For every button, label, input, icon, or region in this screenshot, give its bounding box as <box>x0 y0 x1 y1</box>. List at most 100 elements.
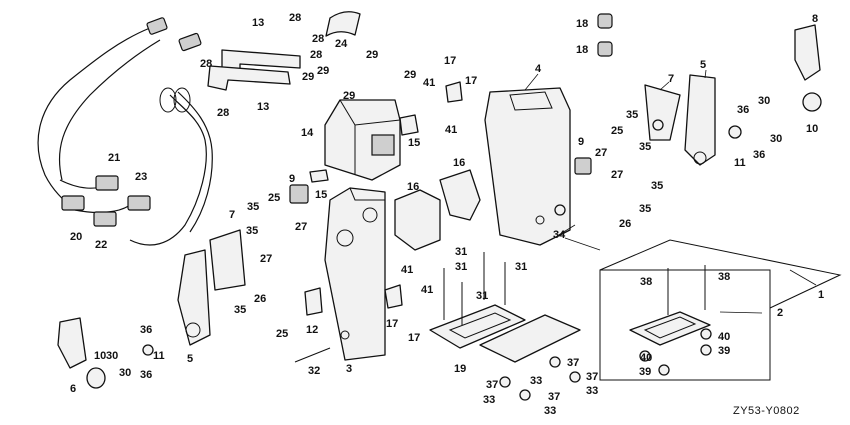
lever-arm-7-left <box>177 229 246 346</box>
callout-33: 33 <box>483 394 495 406</box>
callout-29: 29 <box>317 65 329 77</box>
lever-arm-7-right <box>644 74 716 166</box>
nuts-washers <box>499 328 712 401</box>
callout-41: 41 <box>445 124 457 136</box>
callout-31: 31 <box>515 261 527 273</box>
callout-35: 35 <box>247 201 259 213</box>
leader-lines <box>524 69 817 314</box>
callout-3: 3 <box>346 363 352 375</box>
callout-35: 35 <box>639 141 651 153</box>
housing-cover-14 <box>324 99 401 181</box>
callout-37: 37 <box>586 371 598 383</box>
gear-plate-16 <box>394 189 441 251</box>
callout-5: 5 <box>187 353 193 365</box>
callout-25: 25 <box>276 328 288 340</box>
callout-5: 5 <box>700 59 706 71</box>
callout-labels: 1 2 3 4 5 5 6 7 7 8 9 9 10 10 11 11 12 1… <box>70 12 824 417</box>
callout-39: 39 <box>718 345 730 357</box>
callout-18: 18 <box>576 18 588 30</box>
callout-23: 23 <box>135 171 147 183</box>
callout-33: 33 <box>586 385 598 397</box>
callout-35: 35 <box>651 180 663 192</box>
callout-25: 25 <box>611 125 623 137</box>
callout-6: 6 <box>70 383 76 395</box>
callout-20: 20 <box>70 231 82 243</box>
callout-9: 9 <box>289 173 295 185</box>
callout-16: 16 <box>407 181 419 193</box>
callout-31: 31 <box>476 290 488 302</box>
callout-38: 38 <box>640 276 652 288</box>
callout-24: 24 <box>335 38 348 50</box>
callout-11: 11 <box>734 157 746 169</box>
kit-2-frame <box>599 239 842 381</box>
callout-10: 10 <box>806 123 818 135</box>
callout-16: 16 <box>453 157 465 169</box>
callout-37: 37 <box>486 379 498 391</box>
callout-26: 26 <box>254 293 266 305</box>
callout-33: 33 <box>544 405 556 417</box>
callout-27: 27 <box>295 221 307 233</box>
callout-15: 15 <box>315 189 327 201</box>
callout-41: 41 <box>423 77 435 89</box>
callout-31: 31 <box>455 246 467 258</box>
callout-41: 41 <box>421 284 433 296</box>
callout-13: 13 <box>252 17 264 29</box>
callout-2: 2 <box>777 307 783 319</box>
callout-12: 12 <box>306 324 318 336</box>
callout-7: 7 <box>668 73 674 85</box>
callout-7: 7 <box>229 209 235 221</box>
callout-27: 27 <box>611 169 623 181</box>
callout-28: 28 <box>289 12 301 24</box>
callout-15: 15 <box>408 137 420 149</box>
callout-11: 11 <box>153 350 165 362</box>
callout-25: 25 <box>268 192 280 204</box>
callout-30: 30 <box>770 133 782 145</box>
callout-18: 18 <box>576 44 588 56</box>
callout-29: 29 <box>404 69 416 81</box>
callout-33: 33 <box>530 375 542 387</box>
callout-22: 22 <box>95 239 107 251</box>
callout-17: 17 <box>465 75 477 87</box>
callout-29: 29 <box>343 90 355 102</box>
gasket-19 <box>429 304 581 363</box>
callout-32: 32 <box>308 365 320 377</box>
callout-34: 34 <box>553 229 566 241</box>
callout-39: 39 <box>639 366 651 378</box>
callout-35: 35 <box>246 225 258 237</box>
callout-17: 17 <box>408 332 420 344</box>
callout-36: 36 <box>140 324 152 336</box>
callout-21: 21 <box>108 152 120 164</box>
callout-17: 17 <box>386 318 398 330</box>
callout-28: 28 <box>217 107 229 119</box>
callout-10: 10 <box>94 350 106 362</box>
callout-26: 26 <box>619 218 631 230</box>
back-cover-4 <box>484 87 571 246</box>
ring-10-left <box>86 367 106 389</box>
callout-37: 37 <box>548 391 560 403</box>
callout-41: 41 <box>401 264 413 276</box>
callout-36: 36 <box>737 104 749 116</box>
callout-27: 27 <box>595 147 607 159</box>
callout-28: 28 <box>200 58 212 70</box>
callout-35: 35 <box>639 203 651 215</box>
callout-29: 29 <box>302 71 314 83</box>
cover-plate-16 <box>439 169 481 221</box>
bracket-13 <box>207 49 301 91</box>
callout-37: 37 <box>567 357 579 369</box>
callout-4: 4 <box>535 63 542 75</box>
callout-38: 38 <box>718 271 730 283</box>
diagram-code: ZY53-Y0802 <box>733 405 800 417</box>
callout-19: 19 <box>454 363 466 375</box>
callout-17: 17 <box>444 55 456 67</box>
callout-36: 36 <box>753 149 765 161</box>
ring-10-right <box>802 92 822 112</box>
callout-28: 28 <box>310 49 322 61</box>
bolts <box>294 252 706 363</box>
callout-35: 35 <box>626 109 638 121</box>
wire-harness <box>37 17 213 246</box>
callout-8: 8 <box>812 13 818 25</box>
callout-30: 30 <box>758 95 770 107</box>
callout-29: 29 <box>366 49 378 61</box>
